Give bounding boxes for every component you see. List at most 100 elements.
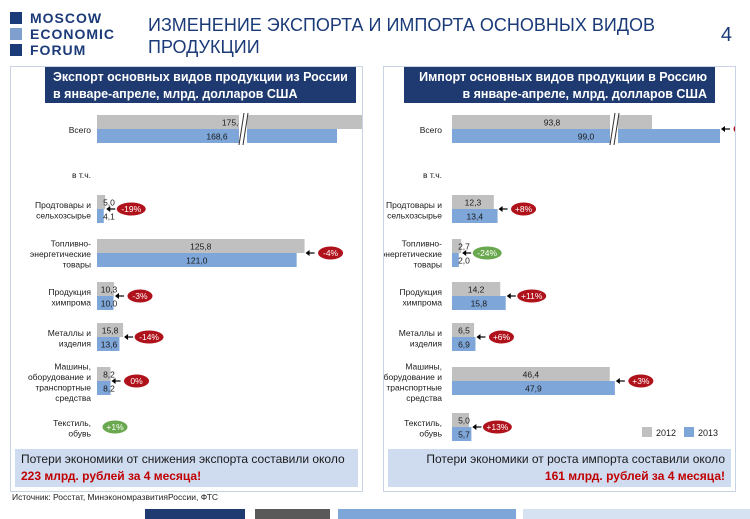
value-label-2012: 6,5 xyxy=(458,326,470,336)
legend-swatch-2012 xyxy=(642,427,652,437)
forum-logo: MOSCOW ECONOMIC FORUM xyxy=(10,10,115,58)
axis-break-line xyxy=(613,112,620,146)
change-badge xyxy=(123,373,151,389)
category-label: в т.ч. xyxy=(423,170,442,180)
export-footer-text: Потери экономики от снижения экспорта со… xyxy=(21,452,345,466)
bar-2013 xyxy=(97,337,120,351)
category-label: транспортные xyxy=(386,382,442,392)
category-label: Металлы и xyxy=(48,328,92,338)
value-label-2013: 47,9 xyxy=(525,384,542,394)
change-arrow-head xyxy=(462,250,467,256)
category-label: Топливно- xyxy=(402,239,443,249)
change-arrow-head xyxy=(498,206,503,212)
change-badge xyxy=(481,419,513,435)
bar-2013 xyxy=(452,337,476,351)
category-label: оборудование и xyxy=(384,372,442,382)
change-badge xyxy=(115,201,147,217)
import-header: Импорт основных видов продукции в Россию… xyxy=(404,67,715,103)
value-label-2012: 93,8 xyxy=(544,118,561,128)
legend-label-2012: 2012 xyxy=(656,428,676,438)
category-label: Машины, xyxy=(54,361,91,371)
bar-2013 xyxy=(97,296,114,310)
bar-2012 xyxy=(452,195,494,209)
change-badge xyxy=(133,329,165,345)
value-label-2012: 12,3 xyxy=(465,198,482,208)
change-badge-text: -3% xyxy=(132,291,148,301)
change-badge xyxy=(510,201,538,217)
bar-2012 xyxy=(97,282,114,296)
change-arrow-head xyxy=(476,334,481,340)
change-badge-text: +8% xyxy=(515,204,533,214)
footer-strip-gray xyxy=(255,509,330,519)
change-badge-text: +6% xyxy=(493,332,511,342)
bar-2012 xyxy=(452,282,501,296)
change-badge xyxy=(126,288,154,304)
logo-square-icon xyxy=(10,12,22,24)
category-label: энергетические xyxy=(384,249,442,259)
import-panel: Импорт основных видов продукции в Россию… xyxy=(383,66,736,492)
bar-2013 xyxy=(452,209,498,223)
change-badge xyxy=(732,124,735,134)
change-arrow-head xyxy=(506,293,511,299)
category-label: транспортные xyxy=(35,382,91,392)
change-badge xyxy=(627,373,655,389)
change-arrow-head xyxy=(472,424,477,430)
value-label-2012: 10,3 xyxy=(101,285,118,295)
bar-2013 xyxy=(97,209,104,223)
page-number: 4 xyxy=(720,24,732,46)
change-arrow-head xyxy=(721,126,725,132)
logo-text-line1: MOSCOW xyxy=(30,10,103,26)
footer-strip-dark xyxy=(145,509,245,519)
value-label-2013: 2,0 xyxy=(458,256,470,266)
logo-square-icon xyxy=(10,44,22,56)
category-label: Машины, xyxy=(405,361,442,371)
change-arrow-head xyxy=(114,293,119,299)
category-label: средства xyxy=(55,393,91,403)
value-label-2013: 15,8 xyxy=(471,299,488,309)
axis-break xyxy=(610,113,618,145)
change-badge-text: -4% xyxy=(323,248,339,258)
change-badge-text: -14% xyxy=(139,332,159,342)
value-label-2013: 8,2 xyxy=(103,384,115,394)
category-label: энергетические xyxy=(30,249,91,259)
category-label: Всего xyxy=(69,125,92,135)
category-label: Продукция xyxy=(48,287,91,297)
value-label-2013: 10,0 xyxy=(101,299,118,309)
value-label-2013: 13,6 xyxy=(101,340,118,350)
change-badge-text: +3% xyxy=(632,376,650,386)
category-label: изделия xyxy=(59,338,92,348)
axis-break-line xyxy=(238,112,245,146)
slide-title: ИЗМЕНЕНИЕ ЭКСПОРТА И ИМПОРТА ОСНОВНЫХ ВИ… xyxy=(148,15,656,57)
category-label: сельхозсырье xyxy=(387,210,442,220)
category-label: обувь xyxy=(419,428,442,438)
logo-text-line3: FORUM xyxy=(30,42,87,58)
category-label: сельхозсырье xyxy=(36,210,91,220)
change-arrow-head xyxy=(124,334,129,340)
bar-2013 xyxy=(452,129,720,143)
category-label: Текстиль, xyxy=(404,418,442,428)
export-header: Экспорт основных видов продукции из Росс… xyxy=(45,67,356,103)
change-arrow-head xyxy=(111,378,116,384)
bar-2012 xyxy=(97,323,124,337)
category-label: химпрома xyxy=(403,297,443,307)
category-label: Продтовары и xyxy=(35,200,91,210)
category-label: изделия xyxy=(410,338,443,348)
footer-strip-light xyxy=(523,509,750,519)
value-label-2013: 121,0 xyxy=(186,256,208,266)
change-badge xyxy=(471,245,503,261)
logo-text-line2: ECONOMIC xyxy=(30,26,115,42)
change-badge-text: -19% xyxy=(121,204,141,214)
value-label-2013: 6,9 xyxy=(458,340,470,350)
bar-2013 xyxy=(452,253,459,267)
change-badge-text: +1% xyxy=(106,422,124,432)
change-badge-text: -24% xyxy=(477,248,497,258)
value-label-2012: 5,0 xyxy=(458,416,470,426)
source-note: Источник: Росстат, МинэкономразвитияРосс… xyxy=(12,492,219,502)
change-badge-text: 0% xyxy=(130,376,143,386)
export-footer: Потери экономики от снижения экспорта со… xyxy=(15,449,358,487)
export-footer-highlight: 223 млрд. рублей за 4 месяца! xyxy=(21,469,202,483)
bar-2012 xyxy=(97,115,362,129)
change-badge xyxy=(101,419,129,435)
